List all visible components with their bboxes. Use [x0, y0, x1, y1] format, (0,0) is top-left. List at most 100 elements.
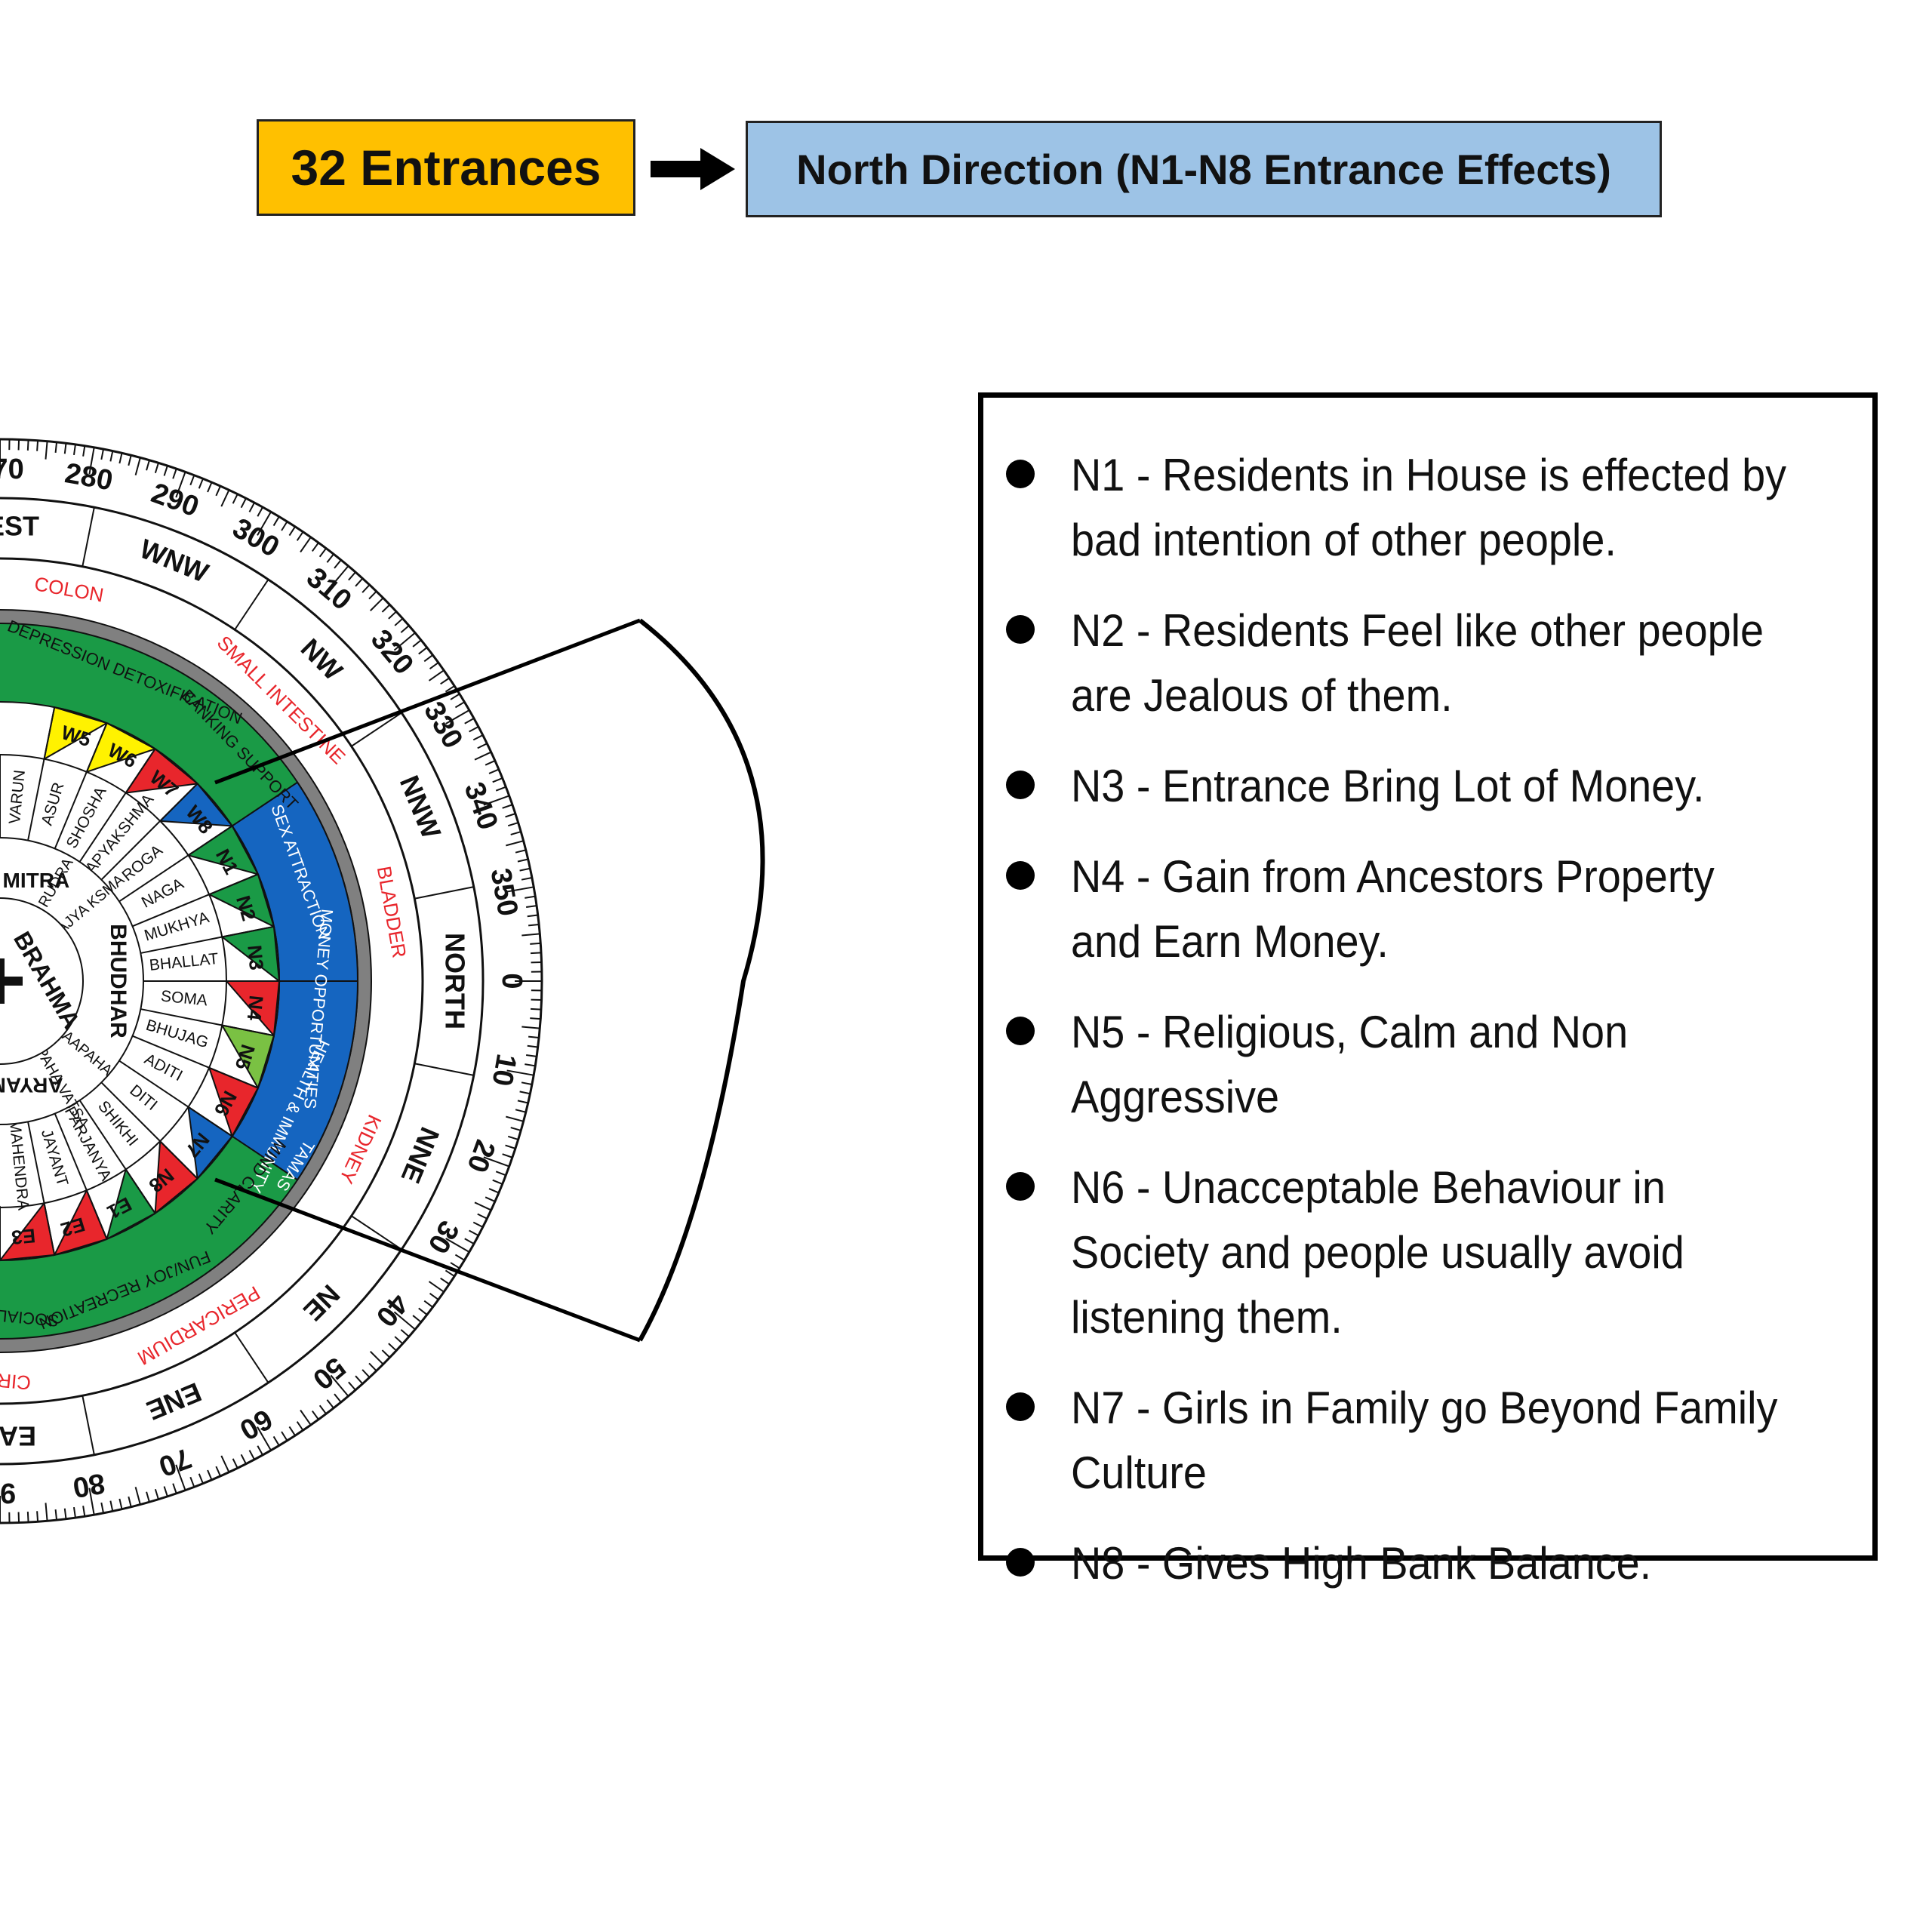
effect-text: N5 - Religious, Calm and Non Aggressive — [1071, 1007, 1629, 1122]
degree-tick — [423, 1300, 434, 1308]
entrance-divider — [222, 1024, 275, 1037]
degree-tick — [240, 1454, 247, 1465]
degree-tick — [505, 1144, 516, 1149]
entrance-divider — [159, 1140, 198, 1180]
degree-tick — [88, 1487, 95, 1515]
entrance-divider — [125, 1168, 156, 1214]
devta-divider — [132, 1035, 210, 1069]
degree-label: 10 — [485, 1051, 522, 1088]
degree-tick — [502, 804, 513, 809]
direction-divider — [82, 1395, 95, 1455]
degree-tick — [220, 489, 230, 507]
effect-item-n8: N8 - Gives High Bank Balance. — [1006, 1531, 1850, 1596]
degree-tick — [521, 877, 532, 881]
direction-label: NORTH — [439, 933, 470, 1029]
degree-tick — [189, 1476, 195, 1487]
degree-tick — [527, 914, 538, 918]
bullet-icon — [1006, 1017, 1035, 1045]
effect-item-n2: N2 - Residents Feel like other people ar… — [1006, 598, 1850, 728]
degree-tick — [248, 1450, 255, 1460]
effect-item-n5: N5 - Religious, Calm and Non Aggressive — [1006, 1000, 1850, 1130]
degree-tick — [232, 494, 238, 504]
degree-tick — [388, 1343, 397, 1352]
effect-item-n7: N7 - Girls in Family go Beyond Family Cu… — [1006, 1376, 1850, 1506]
degree-tick — [394, 1336, 404, 1345]
direction-divider — [82, 507, 95, 567]
degree-tick — [485, 760, 496, 766]
degree-tick — [477, 743, 488, 749]
effect-text: N4 - Gain from Ancestors Property and Ea… — [1071, 851, 1715, 967]
degree-tick — [492, 1179, 503, 1185]
degree-tick — [232, 1458, 238, 1469]
degree-tick — [400, 1329, 410, 1337]
degree-tick — [63, 443, 67, 454]
degree-tick — [412, 639, 422, 648]
degree-tick — [36, 440, 39, 451]
arrow-right-icon — [651, 148, 735, 190]
effect-text: N2 - Residents Feel like other people ar… — [1071, 605, 1764, 721]
effect-text: N7 - Girls in Family go Beyond Family Cu… — [1071, 1383, 1778, 1498]
bullet-icon — [1006, 615, 1035, 644]
degree-tick — [483, 795, 510, 806]
degree-tick — [257, 1426, 272, 1451]
devta-divider — [100, 1081, 161, 1142]
degree-tick — [348, 571, 356, 581]
degree-tick — [88, 447, 95, 475]
degree-tick — [288, 1426, 296, 1436]
degree-tick — [281, 521, 288, 531]
degree-tick — [63, 1508, 67, 1519]
degree-tick — [134, 1487, 141, 1505]
entrance-divider — [85, 1189, 108, 1240]
degree-tick — [527, 1044, 538, 1048]
effect-text: N8 - Gives High Bank Balance. — [1071, 1538, 1652, 1589]
degree-tick — [368, 1362, 377, 1372]
degree-tick — [445, 1238, 470, 1253]
degree-tick — [100, 449, 104, 460]
degree-tick — [445, 685, 455, 693]
degree-tick — [300, 1409, 312, 1426]
degree-tick — [517, 1100, 528, 1104]
entrance-divider — [85, 722, 108, 773]
degree-tick — [429, 662, 439, 670]
degree-tick — [154, 463, 159, 474]
degree-tick — [109, 1500, 114, 1512]
degree-tick — [393, 632, 416, 651]
degree-tick — [528, 923, 540, 927]
degree-tick — [128, 1496, 132, 1507]
effect-text: N3 - Entrance Bring Lot of Money. — [1071, 761, 1705, 811]
degree-tick — [477, 1213, 488, 1220]
degree-tick — [368, 590, 377, 600]
direction-divider — [234, 1332, 269, 1383]
degree-tick — [488, 1188, 500, 1194]
degree-tick — [393, 1311, 416, 1331]
degree-tick — [495, 1171, 506, 1177]
degree-tick — [528, 1035, 540, 1039]
entrance-divider — [187, 1106, 233, 1137]
degree-tick — [26, 1511, 29, 1523]
brahma-ring — [0, 897, 84, 1065]
degree-tick — [488, 768, 500, 774]
degree-tick — [334, 1393, 342, 1403]
degree-tick — [474, 1201, 492, 1211]
degree-tick — [326, 553, 334, 563]
degree-tick — [215, 485, 221, 497]
degree-tick — [530, 1008, 542, 1011]
page-title: North Direction (N1-N8 Entrance Effects) — [746, 121, 1662, 217]
direction-divider — [414, 886, 474, 900]
devta-divider — [78, 792, 127, 863]
degree-tick — [483, 1156, 510, 1168]
entrance-divider — [159, 783, 198, 822]
degree-tick — [454, 1254, 465, 1261]
degree-tick — [526, 1054, 537, 1057]
degree-tick — [472, 734, 484, 741]
degree-tick — [445, 709, 470, 724]
degree-tick — [296, 1421, 304, 1431]
degree-tick — [311, 1410, 319, 1420]
degree-tick — [507, 822, 518, 827]
degree-tick — [530, 952, 542, 955]
degree-tick — [198, 1473, 204, 1484]
devta-divider — [54, 771, 88, 849]
direction-label: WEST — [0, 511, 39, 542]
degree-tick — [257, 511, 272, 536]
degree-tick — [207, 481, 213, 493]
